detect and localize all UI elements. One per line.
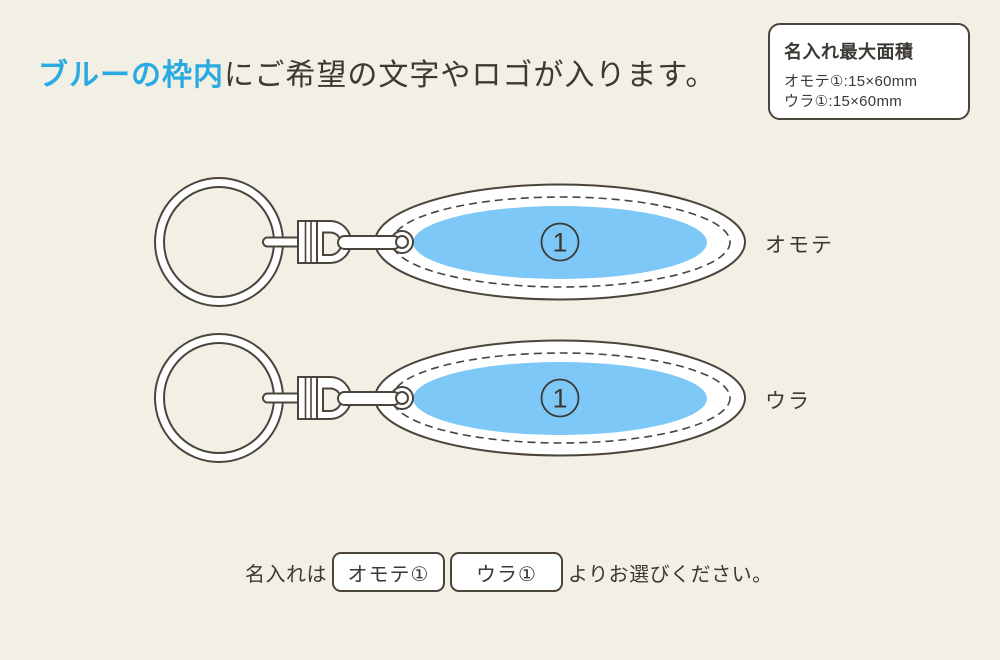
option-front-button: オモテ① xyxy=(332,552,445,592)
imprint-choice-row: 名入れは オモテ① ウラ① よりお選びください。 xyxy=(245,552,773,592)
area-number: 1 xyxy=(552,384,567,414)
keyring-inner xyxy=(163,342,275,454)
page-title: ブルーの枠内にご希望の文字やロゴが入ります。 xyxy=(38,50,716,94)
keyring-inner xyxy=(163,186,275,298)
info-line-front: オモテ①:15×60mm xyxy=(784,73,918,90)
side-label-back: ウラ xyxy=(765,390,811,413)
imprint-area-info-box: 名入れ最大面積 オモテ①:15×60mm ウラ①:15×60mm xyxy=(768,23,970,120)
keychain-front-diagram: 1 xyxy=(154,172,754,312)
heading-highlight: ブルーの枠内 xyxy=(38,59,224,92)
link-bar xyxy=(337,391,401,406)
keychain-back-drawing: 1 xyxy=(154,333,746,463)
option-back-button: ウラ① xyxy=(450,552,563,592)
link-bar xyxy=(337,235,401,250)
info-line-back: ウラ①:15×60mm xyxy=(784,93,903,110)
keychain-front-drawing: 1 xyxy=(154,177,746,307)
side-label-front: オモテ xyxy=(765,234,834,257)
clasp-block xyxy=(297,376,318,420)
footer-suffix: よりお選びください。 xyxy=(568,563,773,586)
area-number: 1 xyxy=(552,228,567,258)
area-number-circle xyxy=(540,222,580,262)
info-box-title: 名入れ最大面積 xyxy=(784,42,914,62)
area-number-circle xyxy=(540,378,580,418)
eyelet-inner xyxy=(395,391,409,405)
eyelet-inner xyxy=(395,235,409,249)
keychain-back-diagram: 1 xyxy=(154,328,754,468)
footer-prefix: 名入れは xyxy=(245,563,327,586)
clasp-block xyxy=(297,220,318,264)
print-area xyxy=(413,206,707,279)
print-area xyxy=(413,362,707,435)
heading-rest: にご希望の文字やロゴが入ります。 xyxy=(224,59,717,92)
